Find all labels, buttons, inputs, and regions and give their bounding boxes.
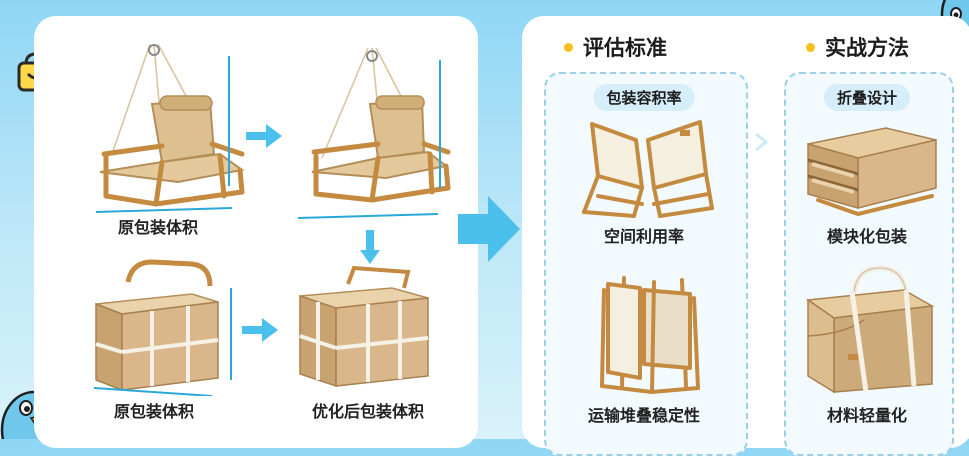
open-folding-chair-illustration: [574, 116, 716, 224]
height-dimension-line: [230, 288, 232, 380]
arrow-right-icon: [246, 124, 282, 152]
bottom-right-label: 优化后包装体积: [311, 402, 425, 421]
chair-folded-illustration: [297, 47, 458, 228]
arrow-right-icon: [242, 318, 278, 346]
lightweight-material-caption: 材料轻量化: [826, 406, 908, 425]
folding-design-pill: 折叠设计: [823, 84, 911, 111]
heading-dot-icon: [564, 42, 573, 52]
height-dimension-line: [228, 56, 230, 186]
space-utilization-caption: 空间利用率: [603, 227, 685, 246]
top-left-label: 原包装体积: [117, 218, 199, 237]
lightweight-bag-illustration: [804, 260, 936, 398]
bottom-left-label: 原包装体积: [113, 402, 195, 421]
modular-packaging-caption: 模块化包装: [826, 227, 908, 246]
packaging-comparison-panel: 原包装体积 原包装体积: [34, 16, 478, 448]
arrow-down-icon: [360, 230, 380, 268]
chevron-right-icon: [754, 132, 769, 156]
original-box-illustration: [92, 256, 232, 400]
evaluation-criteria-heading: 评估标准: [564, 32, 667, 62]
height-dimension-line: [439, 60, 441, 188]
stacked-chairs-illustration: [594, 268, 704, 398]
chair-original-illustration: [92, 43, 252, 223]
practical-methods-heading: 实战方法: [806, 32, 909, 62]
packaging-volume-ratio-pill: 包装容积率: [593, 84, 695, 111]
optimized-box-illustration: [296, 265, 432, 394]
modular-trays-illustration: [804, 120, 940, 222]
heading-dot-icon: [806, 42, 815, 52]
evaluation-methods-panel: 评估标准 实战方法 包装容积率 空间利用率 运输堆叠稳定性 折叠设计: [522, 16, 969, 456]
big-arrow-right-icon: [458, 196, 520, 266]
stacking-stability-caption: 运输堆叠稳定性: [587, 406, 701, 425]
